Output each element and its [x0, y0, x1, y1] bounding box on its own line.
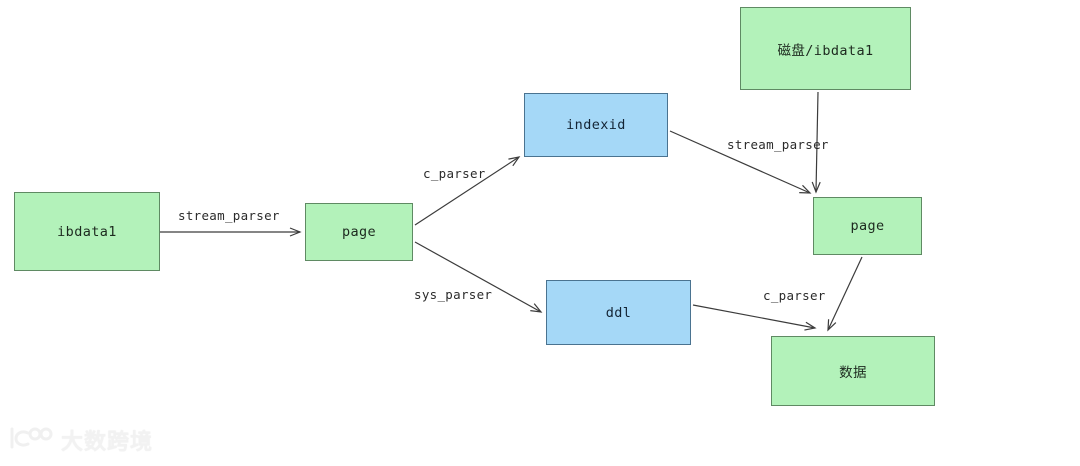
node-disk-ibdata1[interactable]: 磁盘/ibdata1	[740, 7, 911, 90]
node-label: 数据	[839, 365, 867, 381]
node-label: ddl	[605, 304, 632, 321]
node-label: indexid	[566, 117, 626, 133]
node-label: 磁盘/ibdata1	[777, 42, 874, 59]
edge-label-sys-parser: sys_parser	[414, 287, 493, 302]
node-data[interactable]: 数据	[771, 336, 935, 406]
edge-label-stream-parser-2: stream_parser	[727, 137, 829, 152]
edge-label-c-parser-2: c_parser	[763, 288, 826, 303]
node-ibdata1[interactable]: ibdata1	[14, 192, 160, 271]
node-label: page	[850, 218, 885, 234]
node-page-mid[interactable]: page	[305, 203, 413, 261]
edge-page-right-to-data	[827, 256, 863, 332]
node-ddl[interactable]: ddl	[546, 280, 691, 345]
edge-page-mid-to-indexid	[414, 156, 521, 226]
edge-page-mid-to-ddl	[414, 241, 543, 313]
edge-label-c-parser-1: c_parser	[423, 166, 486, 181]
node-indexid[interactable]: indexid	[524, 93, 668, 157]
edge-indexid-to-page-right	[669, 130, 812, 194]
node-page-right[interactable]: page	[813, 197, 922, 255]
edge-label-stream-parser-1: stream_parser	[178, 208, 280, 223]
edge-ddl-to-data	[692, 304, 817, 331]
edge-disk-to-page-right	[811, 91, 821, 194]
node-label: page	[341, 224, 377, 240]
node-label: ibdata1	[57, 223, 117, 240]
